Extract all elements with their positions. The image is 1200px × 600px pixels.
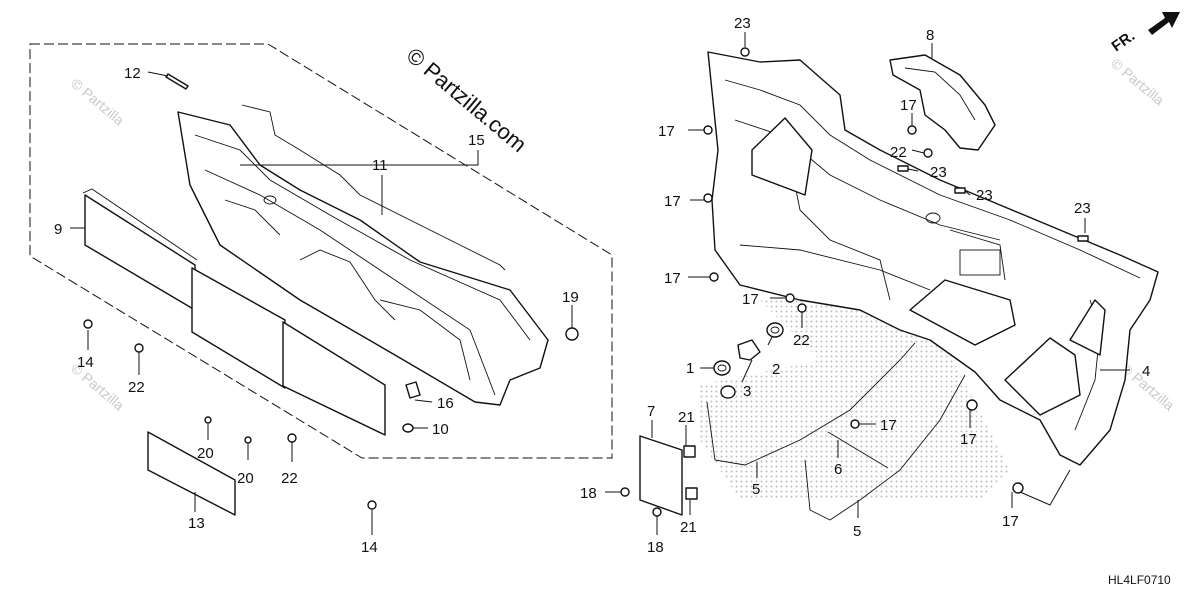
callout-17-lower[interactable]: 17 [664,270,681,287]
cable-5b [804,374,966,521]
callout-17-upper[interactable]: 17 [658,123,675,140]
callout-20-b[interactable]: 20 [237,470,254,487]
callout-18-bottom[interactable]: 18 [647,539,664,556]
leader-lines-left [70,71,573,535]
callout-23-right[interactable]: 23 [1074,200,1091,217]
leader-lines-right [605,32,1130,535]
small-mesh-screen [147,431,236,516]
callout-17-cable[interactable]: 17 [880,417,897,434]
callout-23-top[interactable]: 23 [734,15,751,32]
callout-17-bracket[interactable]: 17 [900,97,917,114]
callout-1[interactable]: 1 [686,360,694,377]
copyright-text: © Partzilla.com [402,43,532,157]
callout-17-bottom[interactable]: 17 [1002,513,1019,530]
plate-7 [639,435,683,516]
bracket-8 [889,54,996,151]
callout-21-bottom[interactable]: 21 [680,519,697,536]
fasteners-right [620,47,1089,517]
callouts: 12 15 11 9 19 14 22 16 10 20 20 22 13 14… [54,15,1150,556]
rear-bed-panel-assembly [620,47,1159,521]
callout-22-left[interactable]: 22 [128,379,145,396]
callout-21-top[interactable]: 21 [678,409,695,426]
mesh-vent-lower [1004,337,1081,416]
front-direction-arrow-icon: FR. [1109,12,1180,55]
callout-10[interactable]: 10 [432,421,449,438]
callout-11[interactable]: 11 [372,157,388,174]
callout-14-left[interactable]: 14 [77,354,94,371]
watermark: © Partzilla [1108,55,1167,109]
callout-8[interactable]: 8 [926,27,934,44]
knob-3 [737,339,761,361]
callout-18-left[interactable]: 18 [580,485,597,502]
callout-22-bracket[interactable]: 22 [890,144,907,161]
fasteners-left [83,319,579,510]
callout-13[interactable]: 13 [188,515,205,532]
callout-3[interactable]: 3 [743,383,751,400]
mesh-vent-upper [751,117,813,196]
callout-22-bottom[interactable]: 22 [281,470,298,487]
grommet-1 [713,360,731,376]
cable-5a [706,342,916,466]
callout-12[interactable]: 12 [124,65,141,82]
grommet-2 [766,322,784,338]
callout-22-floor[interactable]: 22 [793,332,810,349]
rear-panel-assembly [82,73,579,516]
callout-14-bottom[interactable]: 14 [361,539,378,556]
mesh-vent-middle [909,279,1016,346]
callout-5-b[interactable]: 5 [853,523,861,540]
callout-16[interactable]: 16 [437,395,454,412]
assembly-boundary [29,43,613,459]
shadow-area [700,335,1010,500]
callout-17-floor[interactable]: 17 [742,291,759,308]
mesh-screen-left [82,188,386,436]
callout-23-center[interactable]: 23 [976,187,993,204]
diagram-code: HL4LF0710 [1108,573,1171,587]
callout-15[interactable]: 15 [468,132,485,149]
callout-4[interactable]: 4 [1142,363,1150,380]
callout-20-a[interactable]: 20 [197,445,214,462]
callout-17-side[interactable]: 17 [664,193,681,210]
callout-9[interactable]: 9 [54,221,62,238]
callout-17-right[interactable]: 17 [960,431,977,448]
watermark: © Partzilla [68,75,127,129]
callout-19[interactable]: 19 [562,289,579,306]
callout-2[interactable]: 2 [772,361,780,378]
callout-7[interactable]: 7 [647,403,655,420]
callout-5-a[interactable]: 5 [752,481,760,498]
callout-23-bracket[interactable]: 23 [930,164,947,181]
callout-6[interactable]: 6 [834,461,842,478]
front-direction-label: FR. [1109,27,1139,55]
